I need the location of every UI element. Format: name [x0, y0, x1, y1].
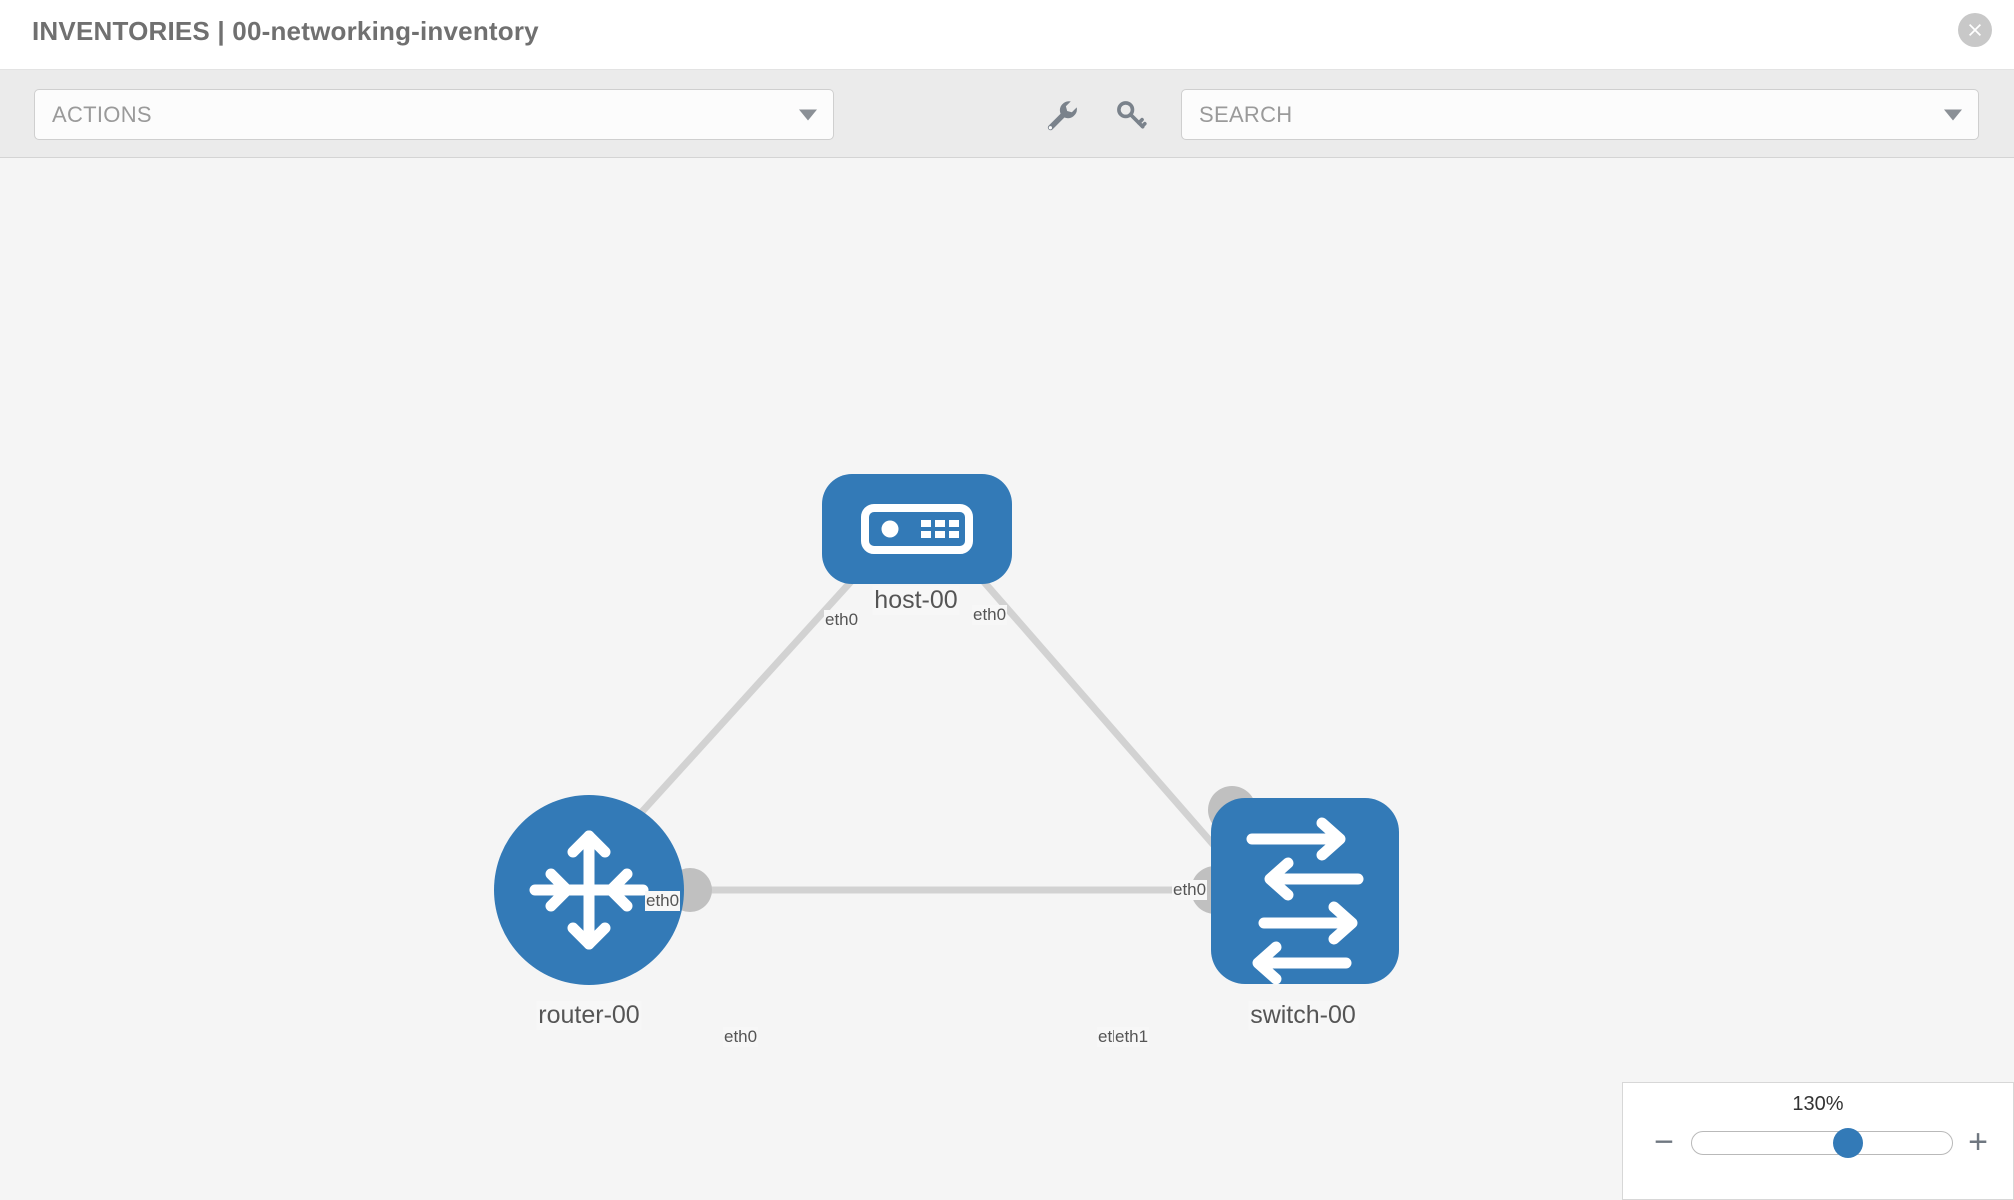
- search-placeholder: SEARCH: [1199, 102, 1293, 127]
- iface-label: eth0: [645, 891, 681, 911]
- server-icon: [861, 504, 973, 554]
- zoom-slider[interactable]: [1691, 1128, 1953, 1158]
- node-label-host-00: host-00: [872, 586, 960, 615]
- actions-dropdown[interactable]: ACTIONS: [34, 89, 834, 140]
- router-arrows-icon: [529, 830, 649, 950]
- node-switch-00: [1211, 798, 1399, 985]
- chevron-down-icon[interactable]: [1944, 109, 1962, 120]
- switch-arrows-icon: [1246, 817, 1364, 985]
- node-router-00: [494, 795, 684, 985]
- page-title: INVENTORIES | 00-networking-inventory: [32, 16, 539, 46]
- iface-label: eth0: [972, 605, 1008, 625]
- zoom-level-value: 130%: [1792, 1093, 1844, 1115]
- iface-label: eth1: [1114, 1027, 1150, 1047]
- wrench-icon[interactable]: [1040, 94, 1082, 136]
- iface-label: eth0: [723, 1027, 759, 1047]
- topology-canvas[interactable]: host-00 router-00 switch-00 eth0 eth0 et…: [0, 158, 2014, 1200]
- close-icon[interactable]: [1958, 13, 1992, 47]
- search-input[interactable]: SEARCH: [1181, 89, 1979, 140]
- edge-host-router: [597, 540, 889, 861]
- chevron-down-icon: [799, 109, 817, 120]
- topology-edges: [597, 540, 1228, 894]
- iface-label: eth0: [1172, 880, 1208, 900]
- zoom-control-panel: 130% − +: [1622, 1082, 2014, 1200]
- minus-icon[interactable]: −: [1654, 1123, 1674, 1161]
- plus-icon[interactable]: +: [1968, 1123, 1988, 1161]
- page-header: INVENTORIES | 00-networking-inventory: [0, 0, 2014, 70]
- node-label-switch-00: switch-00: [1248, 1001, 1358, 1030]
- node-label-router-00: router-00: [536, 1001, 642, 1030]
- zoom-slider-thumb[interactable]: [1833, 1128, 1863, 1158]
- iface-label: eth0: [824, 610, 860, 630]
- toolbar: ACTIONS SEARCH: [0, 70, 2014, 158]
- key-icon[interactable]: [1110, 94, 1152, 136]
- topology-connectors: [668, 530, 1256, 914]
- actions-dropdown-label: ACTIONS: [52, 102, 152, 127]
- edge-host-switch: [947, 540, 1228, 861]
- node-host-00: [822, 474, 1012, 584]
